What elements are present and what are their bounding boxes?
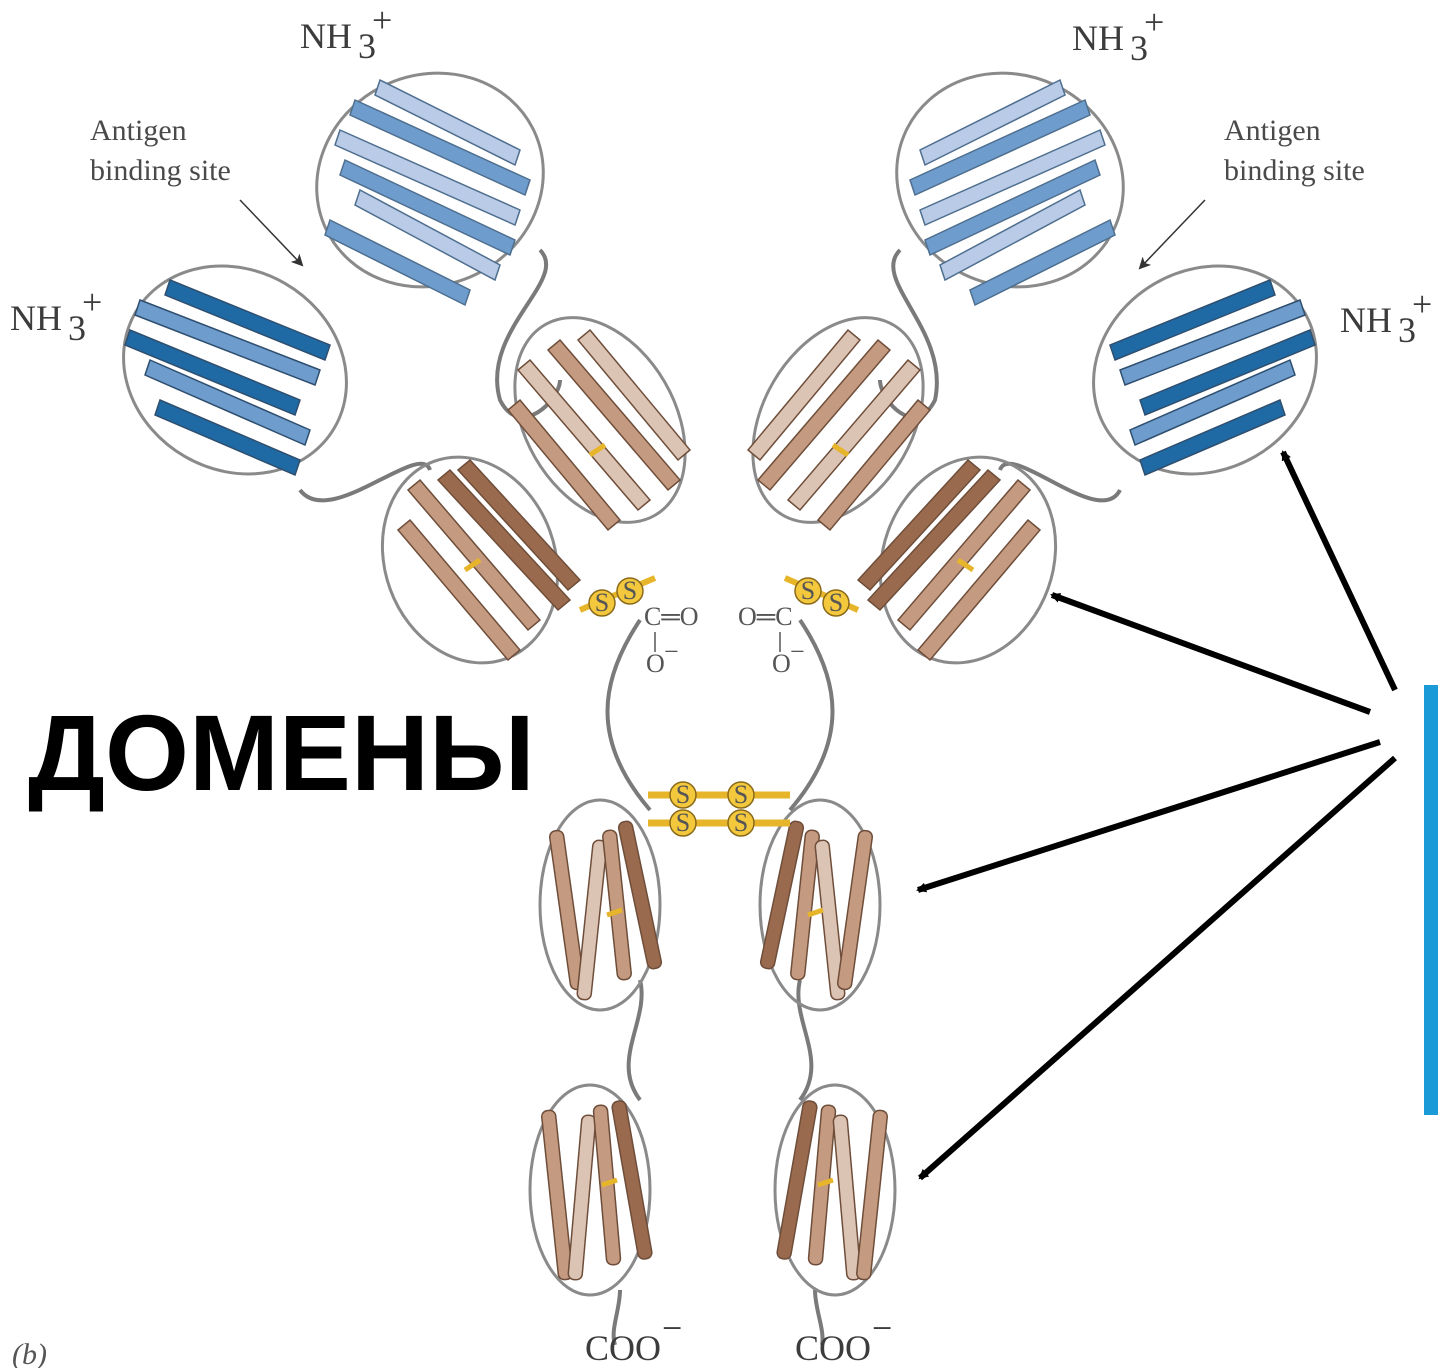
coo-charge: −: [662, 1308, 682, 1348]
disulfide-s-label: S: [676, 808, 690, 837]
oxygen-right-charge: −: [790, 637, 805, 666]
nh3-text: NH: [1072, 18, 1124, 58]
disulfide-s-label: S: [623, 576, 637, 605]
antigen-label-line2: binding site: [1224, 154, 1365, 187]
coo-label-left: COO −: [585, 1308, 682, 1368]
variable-domain-light-left: [85, 226, 384, 514]
carboxyl-group-left: C═O O −: [644, 602, 699, 678]
domain-pointer-arrows: [918, 452, 1395, 1178]
constant-domain-cl-left: [354, 432, 586, 687]
nh3-label-top-right: NH 3 +: [1072, 2, 1164, 68]
disulfide-s-label: S: [595, 588, 609, 617]
panel-label: (b): [12, 1338, 47, 1368]
nh3-superscript: +: [1144, 2, 1164, 42]
oxygen-left-charge: −: [664, 637, 679, 666]
oxygen-right-label: O: [772, 649, 791, 678]
disulfide-s-label: S: [676, 780, 690, 809]
variable-domain-heavy-left: [281, 36, 578, 324]
variable-domain-heavy-right: [861, 36, 1158, 324]
nh3-text: NH: [300, 16, 352, 56]
carbonyl-right-label: O═C: [738, 602, 793, 631]
antigen-label-line2: binding site: [90, 154, 231, 187]
arrow-to-variable-domain: [1283, 452, 1395, 690]
carbonyl-left-label: C═O: [644, 602, 699, 631]
hinge-disulfide-bonds: S S S S: [648, 780, 790, 837]
constant-domain-ch3-left: [530, 1085, 653, 1295]
nh3-label-right: NH 3 +: [1340, 284, 1432, 350]
nh3-label-left: NH 3 +: [10, 282, 102, 348]
nh3-superscript: +: [82, 282, 102, 322]
disulfide-s-label: S: [829, 588, 843, 617]
nh3-text: NH: [10, 298, 62, 338]
nh3-label-top-left: NH 3 +: [300, 0, 392, 66]
oxygen-left-label: O: [646, 649, 665, 678]
disulfide-bond-right: S S: [785, 576, 858, 617]
arrow-to-ch3-domain: [920, 758, 1395, 1178]
constant-domain-cl-right: [852, 432, 1084, 687]
constant-domain-ch2-left: [540, 800, 662, 1010]
disulfide-s-label: S: [801, 576, 815, 605]
antigen-label-line1: Antigen: [90, 114, 187, 147]
disulfide-s-label: S: [734, 780, 748, 809]
coo-text: COO: [795, 1328, 871, 1368]
antigen-binding-site-left: Antigen binding site: [90, 114, 302, 265]
coo-charge: −: [872, 1308, 892, 1348]
nh3-text: NH: [1340, 300, 1392, 340]
carboxyl-group-right: O═C O −: [738, 602, 805, 678]
coo-text: COO: [585, 1328, 661, 1368]
disulfide-s-label: S: [734, 808, 748, 837]
constant-domain-ch3-right: [775, 1085, 895, 1295]
coo-label-right: COO −: [795, 1308, 892, 1368]
domains-title: ДОМЕНЫ: [28, 692, 535, 813]
arrow-to-ch2-domain: [918, 742, 1380, 890]
nh3-superscript: +: [1412, 284, 1432, 324]
nh3-superscript: +: [372, 0, 392, 40]
antigen-label-line1: Antigen: [1224, 114, 1321, 147]
antigen-binding-site-right: Antigen binding site: [1140, 114, 1365, 268]
arrow-to-cl-domain: [1052, 595, 1370, 712]
variable-domain-light-right: [1055, 226, 1354, 514]
constant-domain-ch2-right: [760, 800, 880, 1010]
accent-bar: [1424, 685, 1438, 1115]
